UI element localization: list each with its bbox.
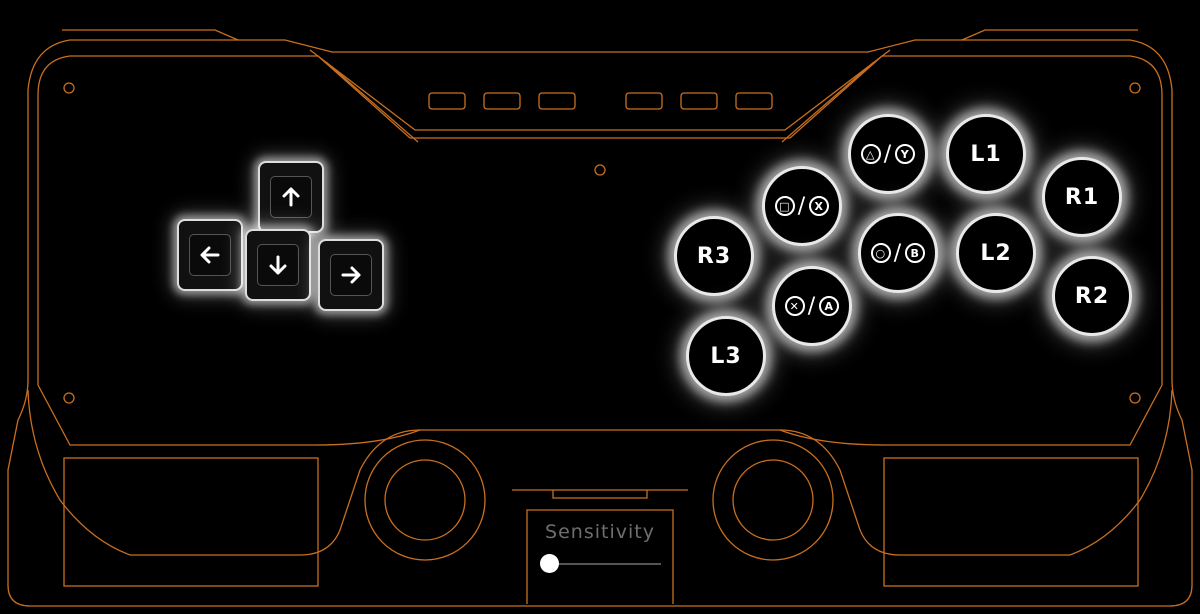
separator: / <box>807 293 817 319</box>
x-icon: X <box>809 196 830 216</box>
l3-button[interactable]: L3 <box>686 316 766 396</box>
sensitivity-label: Sensitivity <box>545 521 655 543</box>
r3-button[interactable]: R3 <box>674 216 754 296</box>
cross-a-button[interactable]: ✕/A <box>772 266 852 346</box>
dpad-down-key[interactable] <box>245 229 311 301</box>
arrow-left-icon <box>200 246 220 264</box>
circle-icon: ○ <box>870 243 891 263</box>
l1-label: L1 <box>970 141 1002 167</box>
arrow-up-icon <box>282 187 300 207</box>
triangle-y-button[interactable]: △/Y <box>848 114 928 194</box>
l1-button[interactable]: L1 <box>946 114 1026 194</box>
r1-button[interactable]: R1 <box>1042 157 1122 237</box>
sensitivity-slider-track[interactable] <box>549 563 661 565</box>
triangle-icon: △ <box>860 144 881 164</box>
dpad-up-key[interactable] <box>258 161 324 233</box>
sensitivity-slider-handle[interactable] <box>540 554 559 573</box>
r2-label: R2 <box>1074 283 1110 309</box>
b-icon: B <box>905 243 926 263</box>
r1-label: R1 <box>1064 184 1100 210</box>
dpad-left-key[interactable] <box>177 219 243 291</box>
r3-label: R3 <box>696 243 732 269</box>
dpad-right-key[interactable] <box>318 239 384 311</box>
circle-b-button[interactable]: ○/B <box>858 213 938 293</box>
l2-button[interactable]: L2 <box>956 213 1036 293</box>
l2-label: L2 <box>980 240 1012 266</box>
arrow-down-icon <box>269 255 287 275</box>
separator: / <box>797 193 807 219</box>
separator: / <box>893 240 903 266</box>
square-x-button[interactable]: □/X <box>762 166 842 246</box>
y-icon: Y <box>895 144 916 164</box>
square-icon: □ <box>774 196 795 216</box>
a-icon: A <box>819 296 840 316</box>
arrow-right-icon <box>341 266 361 284</box>
r2-button[interactable]: R2 <box>1052 256 1132 336</box>
separator: / <box>883 141 893 167</box>
cross-icon: ✕ <box>784 296 805 316</box>
l3-label: L3 <box>710 343 742 369</box>
